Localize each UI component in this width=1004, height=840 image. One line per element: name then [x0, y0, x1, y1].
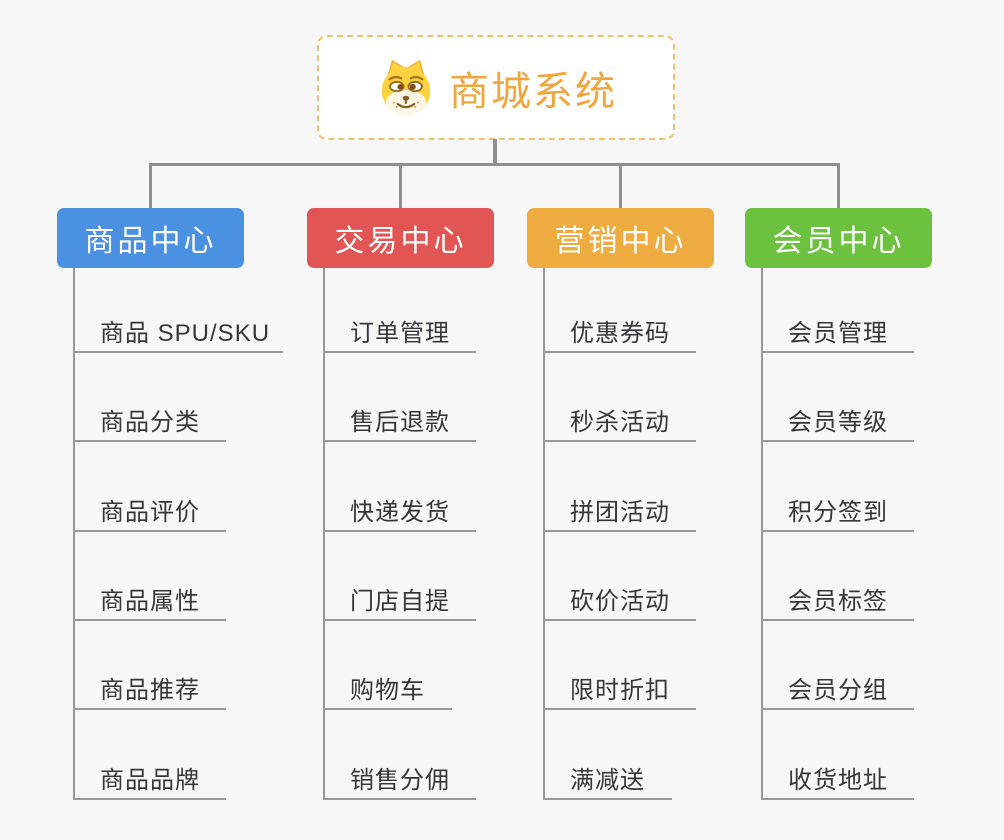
child-item-coupon-code[interactable]: 优惠券码 [543, 309, 696, 353]
child-item-limited-time-discount[interactable]: 限时折扣 [543, 666, 696, 710]
branch-node-member-center[interactable]: 会员中心 [745, 208, 932, 268]
child-item-store-pickup[interactable]: 门店自提 [323, 577, 476, 621]
branch-node-trade-center[interactable]: 交易中心 [307, 208, 494, 268]
branch-column-member-center: 会员中心 会员管理 会员等级 积分签到 会员标签 会员分组 收货地址 [745, 0, 1004, 840]
child-item-member-management[interactable]: 会员管理 [761, 309, 914, 353]
child-item-shipping-address[interactable]: 收货地址 [761, 756, 914, 800]
child-item-product-category[interactable]: 商品分类 [73, 398, 226, 442]
branch-node-product-center[interactable]: 商品中心 [57, 208, 244, 268]
connector-drop-trade [399, 164, 402, 209]
child-item-points-checkin[interactable]: 积分签到 [761, 488, 914, 532]
child-item-member-groups[interactable]: 会员分组 [761, 666, 914, 710]
connector-horizontal-bar [149, 163, 840, 166]
branch-column-marketing-center: 营销中心 优惠券码 秒杀活动 拼团活动 砍价活动 限时折扣 满减送 [527, 0, 787, 840]
branch-vertical-line [73, 268, 75, 800]
child-item-product-recommend[interactable]: 商品推荐 [73, 666, 226, 710]
child-item-aftersale-refund[interactable]: 售后退款 [323, 398, 476, 442]
child-item-order-management[interactable]: 订单管理 [323, 309, 476, 353]
root-node[interactable]: 商城系统 [317, 35, 675, 140]
connector-drop-marketing [619, 164, 622, 209]
child-item-member-tags[interactable]: 会员标签 [761, 577, 914, 621]
child-item-product-brand[interactable]: 商品品牌 [73, 756, 226, 800]
branch-vertical-line [323, 268, 325, 800]
doge-face-icon [381, 59, 431, 115]
branch-node-marketing-center[interactable]: 营销中心 [527, 208, 714, 268]
child-item-group-buy[interactable]: 拼团活动 [543, 488, 696, 532]
branch-column-product-center: 商品中心 商品 SPU/SKU 商品分类 商品评价 商品属性 商品推荐 商品品牌 [57, 0, 317, 840]
child-item-product-spu-sku[interactable]: 商品 SPU/SKU [73, 309, 283, 353]
branch-vertical-line [761, 268, 763, 800]
branch-column-trade-center: 交易中心 订单管理 售后退款 快递发货 门店自提 购物车 销售分佣 [307, 0, 567, 840]
child-item-express-delivery[interactable]: 快递发货 [323, 488, 476, 532]
child-item-bargain-activity[interactable]: 砍价活动 [543, 577, 696, 621]
child-item-flash-sale[interactable]: 秒杀活动 [543, 398, 696, 442]
branch-vertical-line [543, 268, 545, 800]
child-item-product-attribute[interactable]: 商品属性 [73, 577, 226, 621]
connector-drop-product [149, 164, 152, 209]
connector-root-stem [493, 139, 497, 166]
child-item-product-review[interactable]: 商品评价 [73, 488, 226, 532]
child-item-sales-commission[interactable]: 销售分佣 [323, 756, 476, 800]
child-item-member-level[interactable]: 会员等级 [761, 398, 914, 442]
child-item-spend-save[interactable]: 满减送 [543, 756, 672, 800]
root-node-label: 商城系统 [449, 69, 617, 114]
child-item-shopping-cart[interactable]: 购物车 [323, 666, 452, 710]
connector-drop-member [837, 164, 840, 209]
